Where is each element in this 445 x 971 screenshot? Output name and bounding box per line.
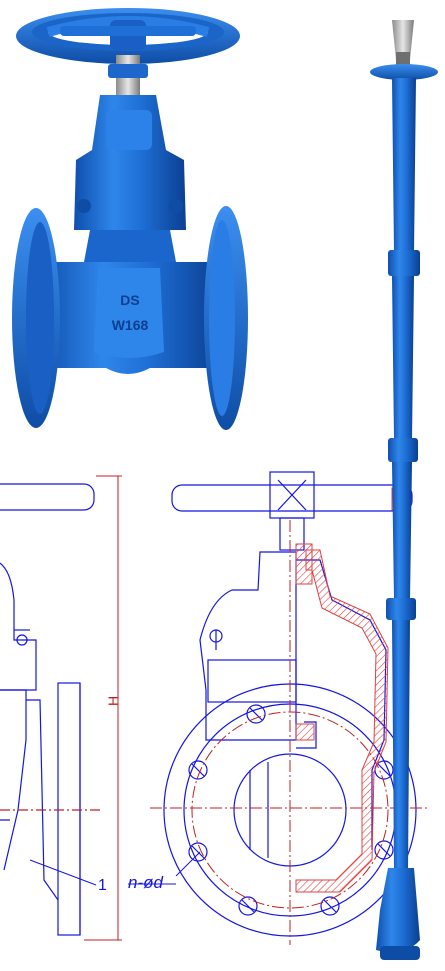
extension-spindle-photo bbox=[370, 20, 438, 960]
front-section-drawing bbox=[128, 471, 417, 937]
spindle-bottom-socket bbox=[376, 868, 420, 953]
part-number-label: 1 bbox=[98, 877, 107, 894]
height-label: H bbox=[105, 696, 121, 706]
body-marking-top: DS bbox=[120, 292, 139, 308]
spindle-top-flange bbox=[370, 64, 438, 80]
gate-valve-photo: DS W168 bbox=[12, 8, 248, 430]
side-view-drawing bbox=[0, 483, 100, 936]
center-lines bbox=[150, 520, 430, 945]
height-dimension bbox=[84, 475, 122, 941]
body-marking-bottom: W168 bbox=[112, 317, 149, 333]
spindle-square-cap bbox=[392, 20, 414, 60]
handwheel bbox=[16, 8, 240, 64]
valve-bonnet bbox=[74, 95, 186, 230]
bolt-hole-label: n-ød bbox=[128, 873, 164, 892]
